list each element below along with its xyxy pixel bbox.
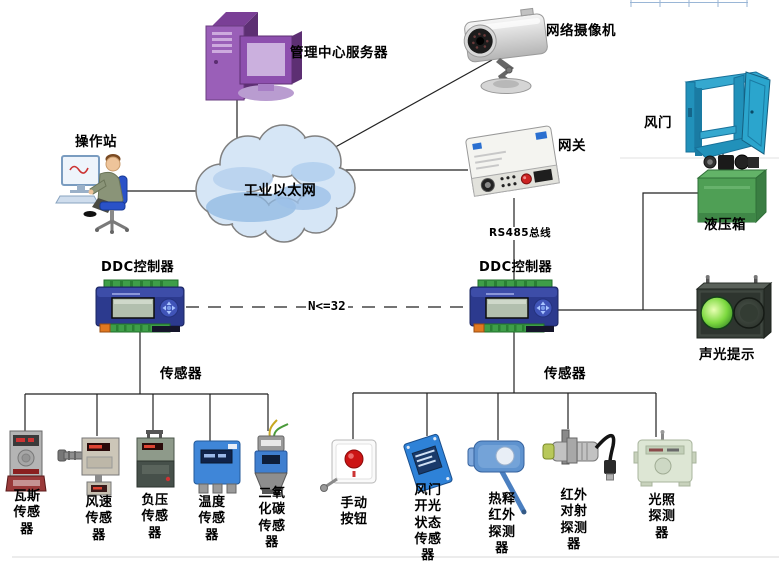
air-door-switch-status-sensor-icon [403, 433, 453, 493]
server-label: 管理中心服务器 [290, 45, 388, 61]
light-detector-icon [633, 430, 697, 487]
sensor-group-right-label: 传感器 [544, 366, 586, 382]
operator-workstation-icon [55, 154, 129, 234]
ddc-chain-limit-label: N<=32 [306, 298, 348, 314]
ddc-controller-icon [95, 279, 185, 333]
network-cloud-icon [195, 124, 356, 243]
temperature-sensor-label: 温度 传感 器 [198, 495, 226, 543]
sound-light-alarm-label: 声光提示 [699, 347, 755, 363]
gateway-label: 网关 [558, 138, 586, 154]
network-camera-icon [463, 7, 548, 94]
pyroelectric-ir-detector-icon [467, 440, 527, 515]
negative-pressure-sensor-icon [136, 430, 175, 488]
air-door-label: 风门 [644, 115, 672, 131]
ddc-controller-icon [469, 279, 559, 333]
gas-sensor-icon [5, 430, 47, 492]
hydraulic-tank-icon [696, 154, 768, 224]
gateway-icon [465, 125, 560, 197]
temperature-sensor-icon [193, 440, 241, 494]
camera-label: 网络摄像机 [546, 23, 616, 39]
wind-speed-sensor-icon [57, 437, 120, 496]
wind-speed-sensor-label: 风速 传感 器 [85, 495, 113, 543]
connector-lines [24, 59, 724, 441]
cloud-label: 工业以太网 [243, 183, 317, 199]
air-door-icon [684, 71, 771, 159]
air-door-switch-status-sensor-label: 风门 开光 状态 传感 器 [414, 483, 442, 562]
rs485-bus-label: RS485总线 [487, 227, 554, 241]
gas-sensor-label: 瓦斯 传感 器 [13, 489, 41, 537]
ddc-left-label: DDC控制器 [101, 260, 175, 275]
negative-pressure-sensor-label: 负压 传感 器 [141, 493, 169, 541]
hydraulic-tank-label: 液压箱 [704, 217, 746, 233]
server-icon [205, 12, 302, 101]
light-detector-label: 光照 探测 器 [648, 493, 676, 541]
ir-beam-detector-label: 红外 对射 探测 器 [560, 488, 588, 552]
manual-button-label: 手动 按钮 [340, 496, 368, 528]
ddc-right-label: DDC控制器 [479, 260, 553, 275]
manual-button-icon [320, 439, 377, 492]
cropped-table-edge [630, 0, 748, 7]
pyroelectric-ir-detector-label: 热释 红外 探测 器 [488, 492, 516, 556]
co2-sensor-label: 二氧 化碳 传感 器 [258, 486, 286, 550]
operator-label: 操作站 [75, 134, 117, 150]
co2-sensor-icon [254, 419, 289, 494]
sensor-group-left-label: 传感器 [160, 366, 202, 382]
sound-light-alarm-icon [695, 275, 773, 340]
ir-beam-detector-icon [542, 429, 616, 481]
